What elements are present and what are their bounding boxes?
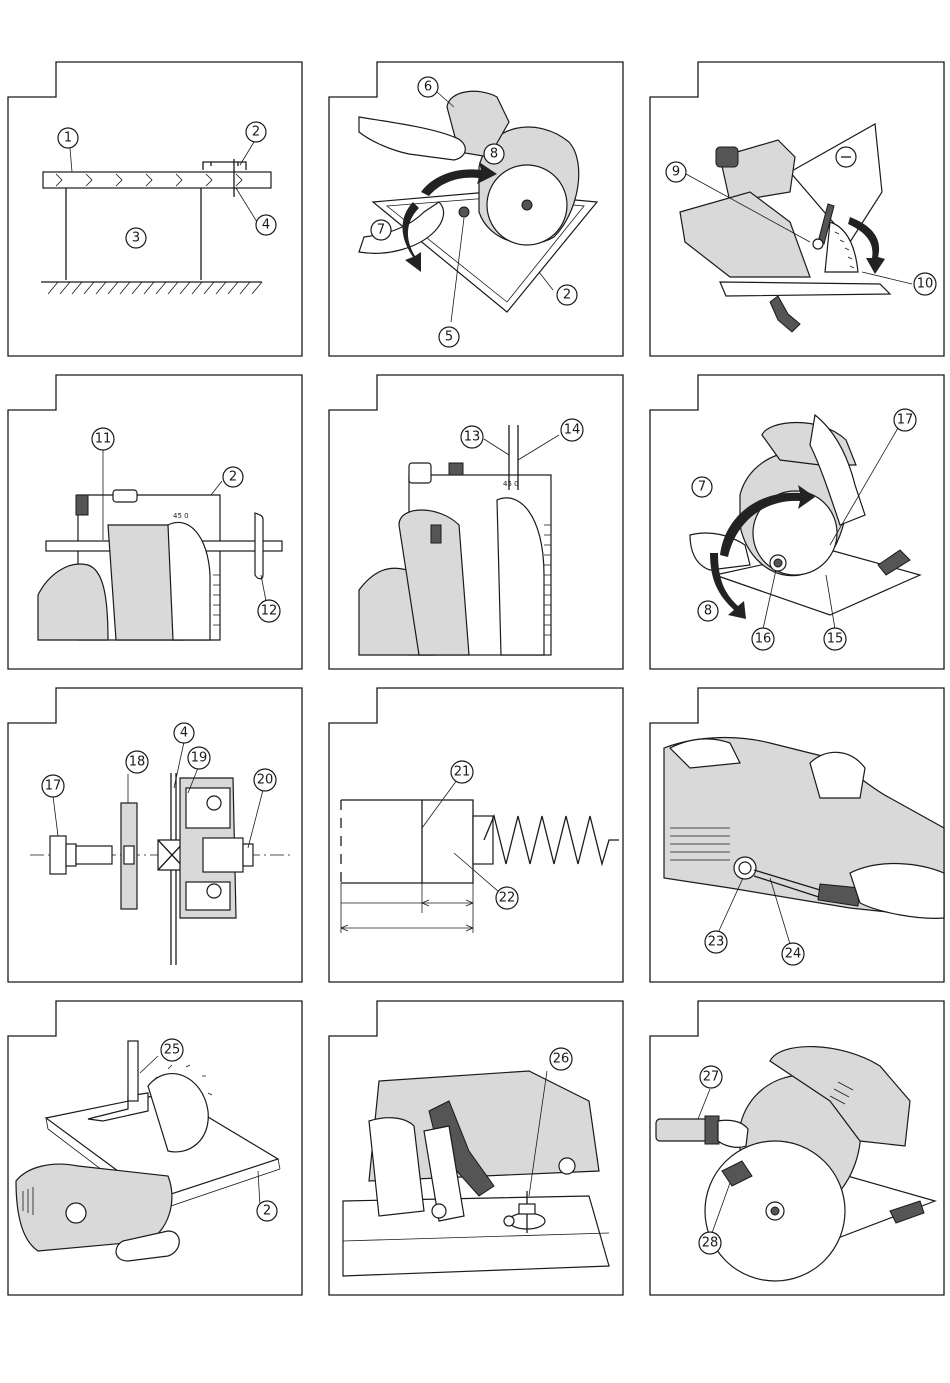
svg-text:21: 21 (454, 765, 471, 780)
svg-text:24: 24 (785, 947, 802, 962)
callout-16: 16 (752, 628, 774, 650)
callout-15: 15 (824, 628, 846, 650)
svg-text:45 0: 45 0 (503, 480, 519, 488)
svg-text:7: 7 (698, 480, 706, 495)
svg-text:18: 18 (129, 755, 146, 770)
svg-text:20: 20 (257, 773, 274, 788)
callout-13: 13 (461, 426, 483, 448)
figure-9: 23 24 (650, 688, 944, 982)
callout-12: 12 (258, 600, 280, 622)
callout-6: 6 (418, 77, 438, 97)
callout-14: 14 (561, 419, 583, 441)
figure-4: 45 0 11 2 12 (8, 375, 302, 669)
figure-1: 1 2 3 4 (8, 62, 302, 356)
svg-text:25: 25 (164, 1043, 181, 1058)
svg-text:45 0: 45 0 (173, 512, 189, 520)
callout-1: 1 (58, 128, 78, 148)
svg-text:2: 2 (263, 1204, 271, 1219)
svg-text:10: 10 (917, 277, 934, 292)
svg-text:16: 16 (755, 632, 772, 647)
svg-text:2: 2 (252, 125, 260, 140)
adjusting-bolt-illustration (343, 1071, 609, 1276)
svg-text:8: 8 (704, 604, 712, 619)
svg-text:6: 6 (424, 80, 432, 95)
figure-12: 27 28 (650, 1001, 944, 1295)
svg-text:28: 28 (702, 1236, 719, 1251)
svg-text:27: 27 (703, 1070, 720, 1085)
svg-text:22: 22 (499, 891, 516, 906)
callout-4: 4 (174, 723, 194, 743)
callout-7: 7 (371, 220, 391, 240)
callout-2: 2 (257, 1201, 277, 1221)
callout-23: 23 (705, 931, 727, 953)
callout-11: 11 (92, 428, 114, 450)
figure-11: 26 (329, 1001, 623, 1295)
callout-22: 22 (496, 887, 518, 909)
svg-text:2: 2 (563, 288, 571, 303)
figure-3: 9 10 (650, 62, 944, 356)
callout-4: 4 (256, 215, 276, 235)
figure-10: 25 2 (8, 1001, 302, 1295)
callout-24: 24 (782, 943, 804, 965)
svg-text:15: 15 (827, 632, 844, 647)
figure-7: 4 18 19 20 17 (8, 688, 302, 982)
callout-17: 17 (42, 775, 64, 797)
callout-2: 2 (223, 467, 243, 487)
callout-25: 25 (161, 1039, 183, 1061)
callout-7: 7 (692, 477, 712, 497)
svg-text:23: 23 (708, 935, 725, 950)
svg-text:2: 2 (229, 470, 237, 485)
svg-text:1: 1 (64, 131, 72, 146)
svg-text:14: 14 (564, 423, 581, 438)
callout-19: 19 (188, 747, 210, 769)
callout-21: 21 (451, 761, 473, 783)
callout-3: 3 (126, 228, 146, 248)
svg-text:7: 7 (377, 223, 385, 238)
callout-2: 2 (246, 122, 266, 142)
svg-text:8: 8 (490, 147, 498, 162)
svg-text:4: 4 (262, 218, 270, 233)
figure-8: 21 22 (329, 688, 623, 982)
svg-text:26: 26 (553, 1052, 570, 1067)
callout-27: 27 (700, 1066, 722, 1088)
svg-text:17: 17 (897, 413, 914, 428)
callout-10: 10 (914, 273, 936, 295)
callout-8: 8 (698, 601, 718, 621)
callout-8: 8 (484, 144, 504, 164)
callout-20: 20 (254, 769, 276, 791)
callout-9: 9 (666, 162, 686, 182)
svg-text:3: 3 (132, 231, 140, 246)
svg-text:5: 5 (445, 330, 453, 345)
callout-2: 2 (557, 285, 577, 305)
figure-5: 45 0 13 14 (329, 375, 623, 669)
figure-2: 6 8 7 2 5 (329, 62, 623, 356)
svg-text:13: 13 (464, 430, 481, 445)
svg-text:11: 11 (95, 432, 112, 447)
callout-28: 28 (699, 1232, 721, 1254)
svg-text:9: 9 (672, 165, 680, 180)
svg-text:12: 12 (261, 604, 278, 619)
svg-text:19: 19 (191, 751, 208, 766)
callout-18: 18 (126, 751, 148, 773)
callout-17: 17 (894, 409, 916, 431)
svg-text:4: 4 (180, 726, 188, 741)
callout-26: 26 (550, 1048, 572, 1070)
svg-text:17: 17 (45, 779, 62, 794)
figure-6: 17 7 8 16 15 (650, 375, 944, 669)
callout-5: 5 (439, 327, 459, 347)
